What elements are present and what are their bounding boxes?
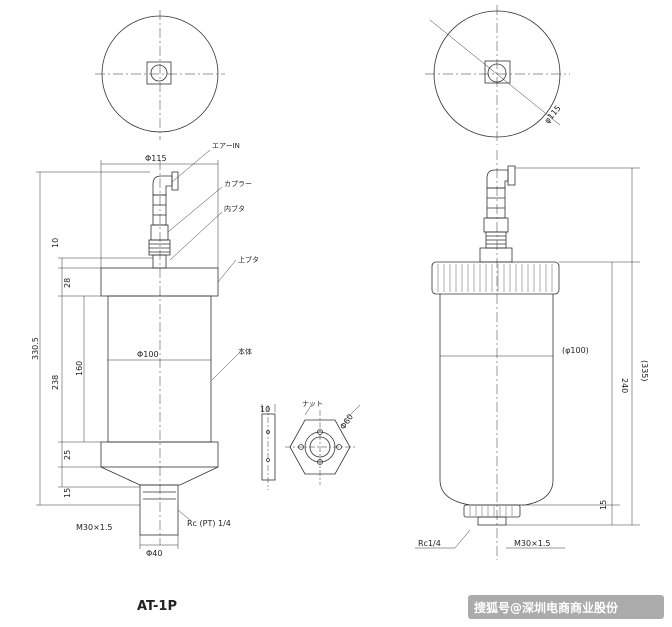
- watermark-background: [468, 595, 664, 619]
- dim-left-dia-top: Φ115: [145, 154, 167, 163]
- right-top-view: [425, 5, 570, 145]
- label-nut: ナット: [302, 400, 323, 408]
- dim-left-h-28: 28: [63, 278, 72, 288]
- dim-nut-dia: Φ60: [338, 412, 355, 431]
- dim-left-h-238: 238: [51, 375, 60, 390]
- right-front-view: [431, 150, 560, 560]
- watermark-text: 搜狐号@深圳电商商业股份: [474, 600, 619, 615]
- dim-left-h-25: 25: [63, 450, 72, 460]
- left-top-view: [95, 10, 225, 140]
- dim-right-h-15: 15: [599, 500, 608, 510]
- label-body: 本体: [238, 347, 252, 356]
- right-dimension-lines: [415, 167, 640, 549]
- nut-view: [261, 403, 361, 490]
- label-air-in: エアーIN: [212, 142, 240, 150]
- dim-left-h-10: 10: [51, 238, 60, 248]
- drawing-title: AT-1P: [137, 599, 177, 614]
- dim-left-dia-bottom: Φ40: [146, 549, 162, 558]
- dim-left-h-total: 330.5: [31, 337, 40, 360]
- dim-left-port: Rc (PT) 1/4: [187, 519, 231, 528]
- dim-left-dia-body: Φ100: [137, 350, 159, 359]
- dim-right-dia-body: (φ100): [562, 346, 589, 355]
- dim-right-thread: M30×1.5: [514, 539, 551, 548]
- dim-left-h-160: 160: [75, 361, 84, 376]
- label-upper-lid: 上ブタ: [238, 255, 259, 264]
- dim-left-thread: M30×1.5: [76, 523, 113, 532]
- dim-right-port: Rc1/4: [418, 539, 441, 548]
- label-inner-lid: 内ブタ: [224, 204, 245, 213]
- dim-right-dia-top: φ115: [543, 104, 563, 126]
- left-dimension-lines: [36, 149, 239, 549]
- dim-right-h-240: 240: [620, 378, 629, 393]
- dim-left-h-15: 15: [63, 488, 72, 498]
- label-coupler: カプラー: [224, 180, 252, 188]
- dim-nut-thickness: 10: [260, 405, 270, 414]
- dim-right-h-total: (335): [640, 360, 649, 382]
